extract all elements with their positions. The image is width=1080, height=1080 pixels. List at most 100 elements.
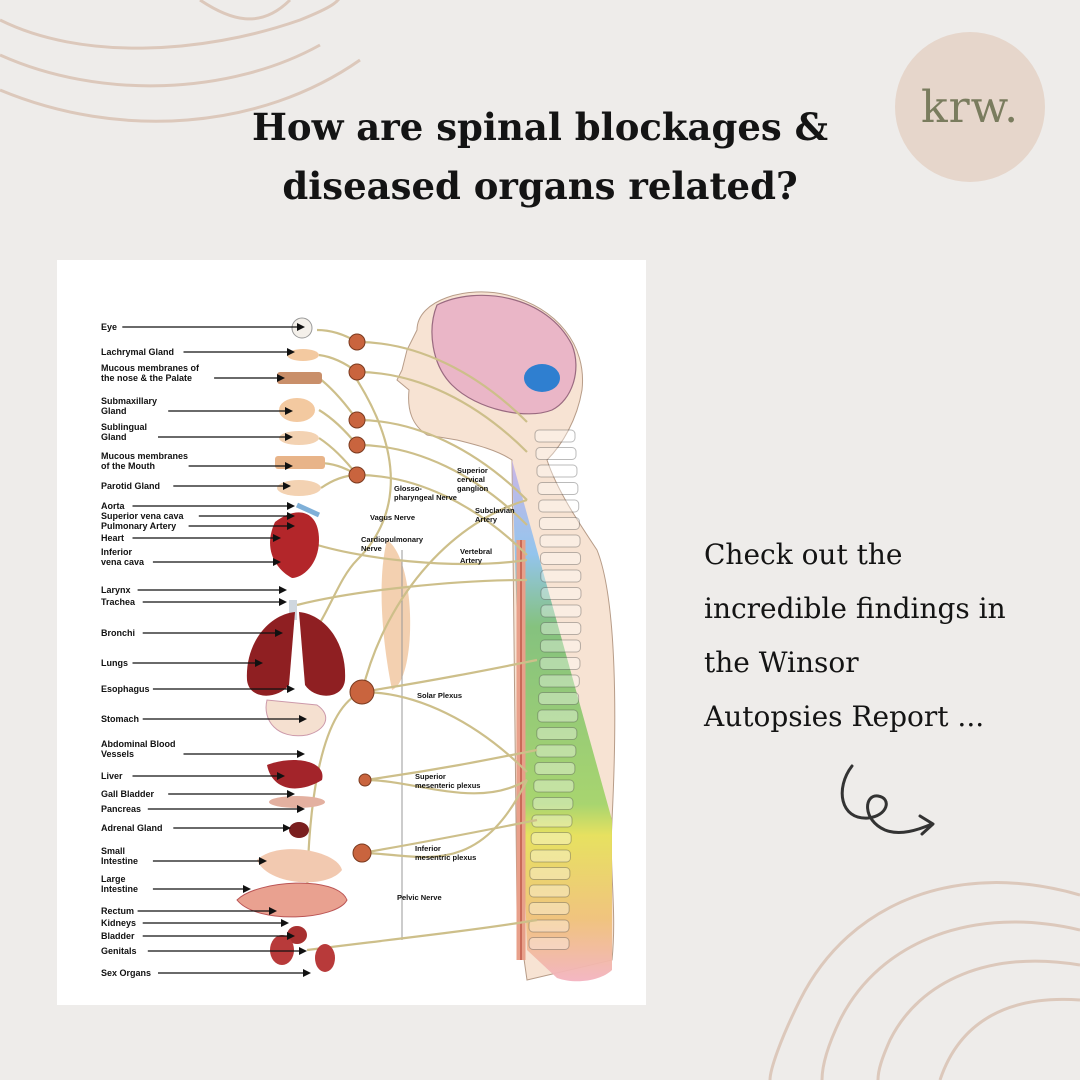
nerve-label-glosso: Glosso-: [394, 484, 422, 493]
ganglion-node: [358, 773, 372, 787]
vertebra: [529, 867, 571, 880]
arrowhead-icon: [287, 790, 295, 798]
vertebra: [530, 832, 572, 845]
nerve-path: [356, 473, 528, 556]
ganglion-node: [352, 843, 372, 863]
cta-line-3: the Winsor: [704, 646, 859, 679]
organ-label-large-2: Intestine: [101, 884, 138, 894]
spine-vertebrae: [528, 429, 582, 950]
nerve-label-vagus: Vagus Nerve: [370, 513, 415, 522]
vertebra: [537, 482, 579, 495]
vertebra: [540, 587, 582, 600]
organ-label-eye: Eye: [101, 322, 117, 332]
ganglion-node: [349, 679, 375, 705]
organ-label-bronchi: Bronchi: [101, 628, 135, 638]
vertebra: [531, 814, 573, 828]
nerve-label-superior-cervical-2: cervical: [457, 475, 485, 484]
title-line-2: diseased organs related?: [282, 164, 798, 208]
nerve-label-superior-mesenteric: Superior: [415, 772, 446, 781]
vertebra: [539, 639, 581, 653]
vertebra: [540, 604, 582, 618]
vertebra: [540, 569, 582, 583]
curly-arrow-icon: [840, 764, 935, 836]
organ-label-stomach: Stomach: [101, 714, 139, 724]
vertebra: [540, 552, 582, 565]
arrowhead-icon: [285, 462, 293, 470]
nerve-label-solar: Solar Plexus: [417, 691, 462, 700]
cta-line-2: incredible findings in: [704, 592, 1006, 625]
nerve-path: [356, 370, 528, 453]
nerve-label-superior-cervical-3: ganglion: [457, 484, 489, 493]
arrowhead-icon: [269, 907, 277, 915]
vertebra: [528, 937, 570, 950]
vertebra: [538, 517, 580, 530]
organ-label-pulmonary-artery: Pulmonary Artery: [101, 521, 176, 531]
organ-label-sex-organs: Sex Organs: [101, 968, 151, 978]
vertebra: [528, 919, 570, 933]
vertebra: [534, 429, 576, 443]
nerve-path: [361, 658, 538, 694]
arrowhead-icon: [287, 932, 295, 940]
nerve-label-cardio: Cardiopulmonary: [361, 535, 424, 544]
cta-line-1: Check out the: [704, 538, 903, 571]
organ-label-small: Small: [101, 846, 125, 856]
nerve-path: [356, 340, 528, 423]
brand-logo-text: krw.: [920, 81, 1020, 133]
organ-label-pancreas: Pancreas: [101, 804, 141, 814]
arrowhead-icon: [303, 969, 311, 977]
arrowhead-icon: [243, 885, 251, 893]
nerve-label-superior-cervical: Superior: [457, 466, 488, 475]
call-to-action-text: Check out the incredible findings in the…: [704, 528, 1064, 744]
arrowhead-icon: [287, 512, 295, 520]
arrowhead-icon: [297, 323, 305, 331]
organ-label-adrenal-gland: Adrenal Gland: [101, 823, 163, 833]
organ-label-gall-bladder: Gall Bladder: [101, 789, 155, 799]
organ-label-liver: Liver: [101, 771, 123, 781]
ganglion-node: [348, 436, 366, 454]
organ-label-mucous-membranes-2: of the Mouth: [101, 461, 155, 471]
nerve-label-superior-mesenteric-2: mesenteric plexus: [415, 781, 480, 790]
cta-line-4: Autopsies Report ...: [704, 700, 985, 733]
nerve-path: [306, 379, 392, 641]
page-title: How are spinal blockages & diseased orga…: [200, 98, 880, 216]
nerve-label-subclavian: Subclavian: [475, 506, 515, 515]
arrowhead-icon: [285, 407, 293, 415]
vertebra: [539, 657, 581, 670]
ganglion-node: [348, 333, 366, 351]
organ-label-parotid-gland: Parotid Gland: [101, 481, 160, 491]
nerve-path: [306, 918, 538, 952]
vertebra: [536, 464, 578, 478]
organ-label-rectum: Rectum: [101, 906, 134, 916]
organ-label-submaxillary-2: Gland: [101, 406, 127, 416]
vertebra: [539, 534, 581, 548]
ganglion-node: [348, 411, 366, 429]
organ-label-bladder: Bladder: [101, 931, 135, 941]
vertebra: [535, 447, 577, 460]
nerve-label-inferior-mesentric: Inferior: [415, 844, 441, 853]
organ-label-larynx: Larynx: [101, 585, 131, 595]
organ-label-large: Large: [101, 874, 126, 884]
vertebra: [538, 692, 580, 705]
arrowhead-icon: [279, 586, 287, 594]
nerve-path: [361, 779, 528, 859]
vertebra: [528, 902, 570, 915]
nerve-path: [364, 748, 538, 782]
nerve-label-vertebral: Vertebral: [460, 547, 492, 556]
arrowhead-icon: [299, 715, 307, 723]
arrowhead-icon: [285, 433, 293, 441]
vertebra: [538, 499, 580, 513]
nerve-label-pelvic: Pelvic Nerve: [397, 893, 442, 902]
organ-label-aorta: Aorta: [101, 501, 125, 511]
nerve-label-inferior-mesentric-2: mesentric plexus: [415, 853, 476, 862]
arrowhead-icon: [299, 947, 307, 955]
brand-logo: krw.: [895, 32, 1045, 182]
organ-label-small-2: Intestine: [101, 856, 138, 866]
vertebra: [534, 762, 576, 775]
arrowhead-icon: [297, 750, 305, 758]
organ-label-lungs: Lungs: [101, 658, 128, 668]
arrowhead-icon: [281, 919, 289, 927]
arrowhead-icon: [277, 374, 285, 382]
